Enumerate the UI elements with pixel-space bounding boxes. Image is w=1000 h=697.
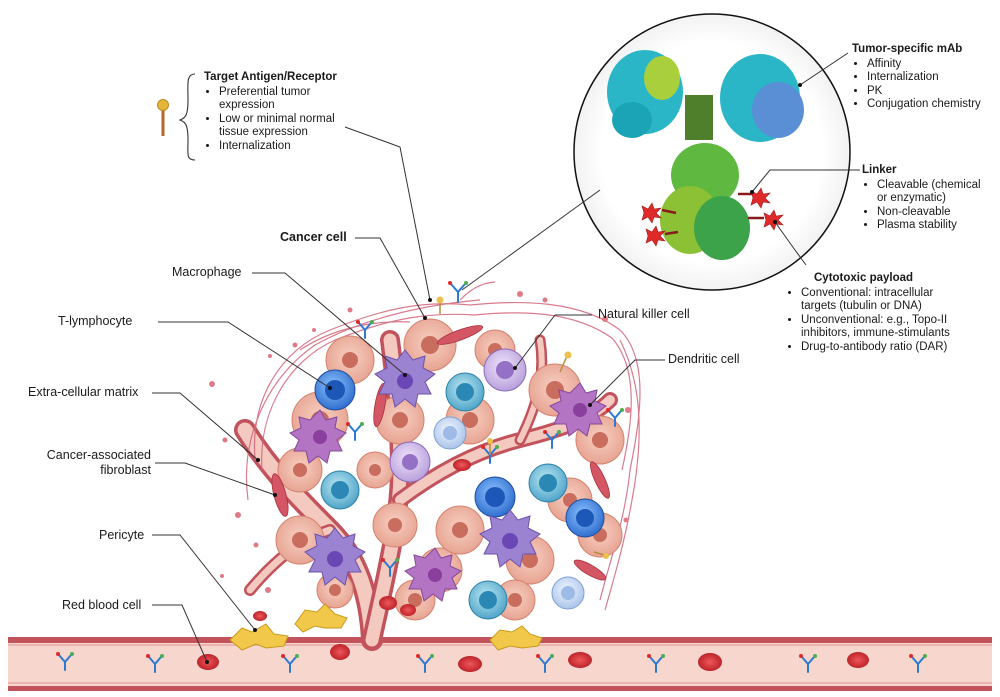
label-natural-killer-cell: Natural killer cell	[598, 307, 690, 321]
target-antigen-bracket	[178, 73, 196, 161]
mab-fab-right	[720, 54, 804, 142]
pericytes	[229, 603, 543, 651]
cancer-cell-nuclei	[292, 336, 608, 607]
linker-item: Non-cleavable	[877, 206, 992, 220]
label-macrophage: Macrophage	[172, 265, 242, 279]
leader-lines	[152, 52, 860, 663]
mab-block: Tumor-specific mAb Affinity Internalizat…	[852, 43, 992, 112]
label-t-lymphocyte: T-lymphocyte	[58, 314, 133, 328]
label-red-blood-cell: Red blood cell	[62, 598, 142, 612]
label-dendritic-cell: Dendritic cell	[668, 352, 740, 366]
label-pericyte: Pericyte	[99, 528, 145, 542]
antibody-zoom-circle	[573, 13, 851, 291]
target-antigen-icon	[157, 99, 169, 136]
mab-item: Internalization	[867, 71, 992, 85]
linker-title: Linker	[862, 164, 897, 176]
target-antigen-title: Target Antigen/Receptor	[204, 71, 337, 83]
payload-item: Conventional: intracellular targets (tub…	[801, 287, 956, 314]
mab-item: PK	[867, 85, 992, 99]
red-blood-cells	[197, 459, 869, 672]
linker-bonds	[661, 192, 764, 236]
label-cancer-associated-fibroblast: Cancer-associated fibroblast	[33, 448, 151, 478]
mab-item: Affinity	[867, 58, 992, 72]
target-antigen-block: Target Antigen/Receptor Preferential tum…	[204, 71, 354, 154]
target-antigen-item: Low or minimal normal tissue expression	[219, 113, 354, 140]
linker-block: Linker Cleavable (chemical or enzymatic)…	[862, 164, 992, 233]
natural-killer-cells	[389, 348, 527, 483]
label-caf-line1: Cancer-associated	[46, 448, 151, 462]
target-antigen-item: Internalization	[219, 140, 354, 154]
mab-list: Affinity Internalization PK Conjugation …	[852, 58, 992, 112]
payload-item: Unconventional: e.g., Topo-II inhibitors…	[801, 314, 956, 341]
mab-hinge	[685, 95, 713, 140]
label-cancer-cell: Cancer cell	[280, 230, 347, 244]
label-extracellular-matrix: Extra-cellular matrix	[28, 385, 139, 399]
antigen-receptors	[436, 296, 609, 559]
target-antigen-list: Preferential tumor expression Low or min…	[204, 86, 354, 154]
mab-fab-left	[607, 50, 683, 138]
mab-title: Tumor-specific mAb	[852, 43, 963, 55]
label-caf-line2: fibroblast	[100, 463, 151, 477]
t-lymphocytes	[314, 369, 605, 620]
scattered-particles	[209, 291, 631, 593]
linker-list: Cleavable (chemical or enzymatic) Non-cl…	[862, 179, 992, 233]
macrophage-nuclei	[327, 373, 518, 567]
target-antigen-item: Preferential tumor expression	[219, 86, 354, 113]
linker-item: Plasma stability	[877, 219, 992, 233]
extracellular-matrix	[245, 281, 641, 611]
payload-item: Drug-to-antibody ratio (DAR)	[801, 341, 956, 355]
mab-fc	[660, 143, 750, 260]
leader-dots	[205, 83, 802, 664]
dendritic-nuclei	[313, 403, 587, 582]
payload-block: Cytotoxic payload Conventional: intracel…	[786, 272, 956, 355]
payload-stars	[641, 187, 784, 247]
mab-item: Conjugation chemistry	[867, 98, 992, 112]
payload-list: Conventional: intracellular targets (tub…	[786, 287, 956, 355]
linker-item: Cleavable (chemical or enzymatic)	[877, 179, 992, 206]
adc-antibodies	[56, 281, 927, 673]
payload-title: Cytotoxic payload	[814, 272, 914, 284]
